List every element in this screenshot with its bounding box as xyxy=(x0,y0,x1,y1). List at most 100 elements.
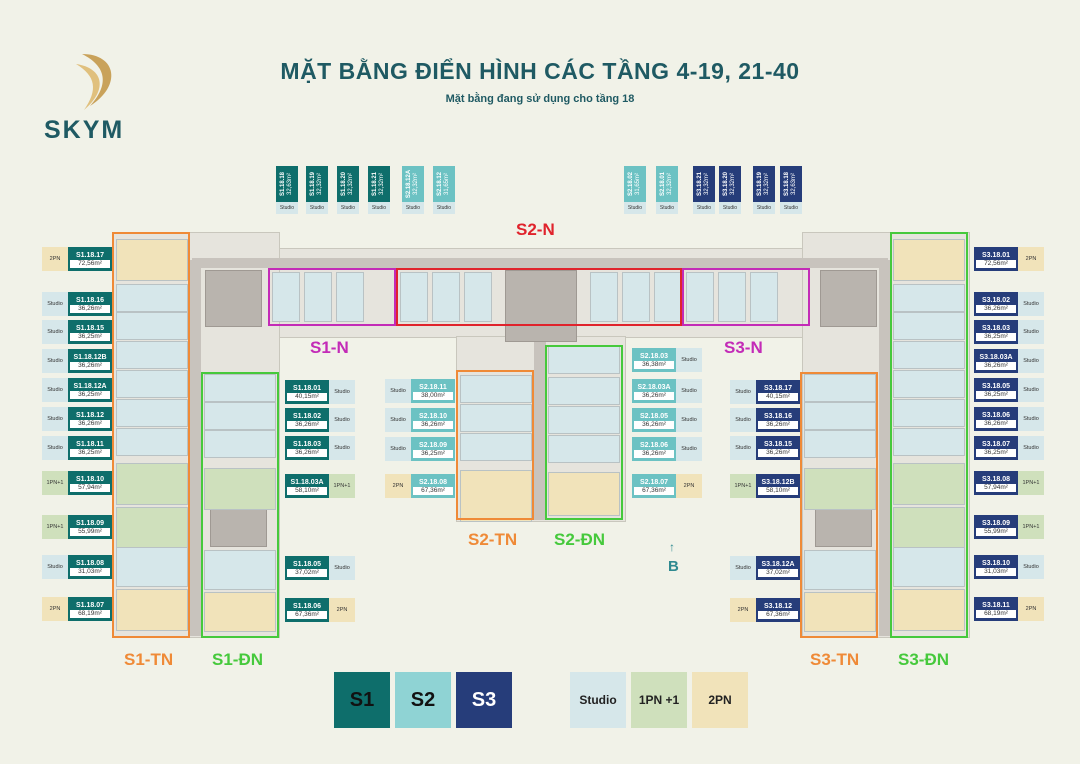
unit-area: 36,25m² xyxy=(976,448,1016,457)
zone-label-s2-tn: S2-TN xyxy=(468,530,518,549)
unit-code: S2.18.07 xyxy=(639,478,669,486)
legend-1pn1: 1PN +1 xyxy=(631,672,687,728)
unit-plan xyxy=(804,402,876,430)
legend-s1: S1 xyxy=(334,672,390,728)
unit-type: Studio xyxy=(681,388,697,394)
right-corridor xyxy=(879,260,891,636)
unit-area: 36,26m² xyxy=(634,420,674,429)
unit-area: 67,36m² xyxy=(634,486,674,495)
legend-s2: S2 xyxy=(395,672,451,728)
unit-area: 36,26m² xyxy=(70,304,110,313)
zone-label-s2-n: S2-N xyxy=(516,220,555,239)
unit-plan xyxy=(804,468,876,510)
unit-code: S3.18.03A xyxy=(979,353,1013,361)
unit-code-text: S3.18.21 xyxy=(697,171,703,197)
unit-plan xyxy=(548,472,620,516)
unit-code-text: S1.18.19 xyxy=(310,171,316,197)
unit-plan xyxy=(590,272,618,322)
unit-area: 36,26m² xyxy=(287,420,327,429)
direction-label: B xyxy=(668,558,679,575)
unit-code: S1.18.07 xyxy=(75,601,105,609)
unit-type: Studio xyxy=(47,416,63,422)
unit-type: Studio xyxy=(735,417,751,423)
unit-code: S3.18.12A xyxy=(761,560,795,568)
unit-code: S1.18.06 xyxy=(292,602,322,610)
unit-type: 2PN xyxy=(1025,606,1037,612)
unit-code-text: S1.18.18 xyxy=(280,171,286,197)
unit-area: 32,63m² xyxy=(791,173,797,196)
unit-type: Studio xyxy=(334,417,350,423)
unit-plan xyxy=(204,468,276,510)
unit-area: 72,56m² xyxy=(976,259,1016,268)
unit-area: 31,03m² xyxy=(70,567,110,576)
unit-area: 32,32m² xyxy=(413,172,420,196)
unit-plan xyxy=(548,346,620,374)
unit-plan xyxy=(460,404,532,432)
unit-plan xyxy=(464,272,492,322)
unit-plan xyxy=(804,592,876,632)
unit-plan xyxy=(116,399,188,427)
zone-label-s3-dn: S3-ĐN xyxy=(898,650,950,669)
unit-type: Studio xyxy=(47,329,63,335)
zone-outline-s3-dn xyxy=(890,232,968,638)
unit-area: 31,03m² xyxy=(976,567,1016,576)
unit-code: S2.18.10 xyxy=(418,412,448,420)
unit-type: 2PN xyxy=(1025,256,1037,262)
unit-code: S2.18.06 xyxy=(639,441,669,449)
unit-code: S1.18.16 xyxy=(75,296,105,304)
unit-area: 36,26m² xyxy=(287,448,327,457)
unit-code-text: S3.18.20 xyxy=(723,171,729,197)
unit-type: Studio xyxy=(735,565,751,571)
unit-type: Studio xyxy=(309,205,325,211)
unit-code-text: S2.18.02 xyxy=(628,171,634,197)
unit-type: Studio xyxy=(1023,358,1039,364)
unit-plan xyxy=(272,272,300,322)
unit-area: 36,25m² xyxy=(976,332,1016,341)
unit-area: 32,32m² xyxy=(379,173,385,196)
unit-area: 36,25m² xyxy=(70,332,110,341)
unit-plan xyxy=(460,433,532,461)
unit-code: S3.18.15 xyxy=(763,440,793,448)
unit-area: 40,15m² xyxy=(287,392,327,401)
unit-plan xyxy=(432,272,460,322)
unit-area: 36,26m² xyxy=(976,361,1016,370)
unit-plan xyxy=(893,239,965,281)
unit-area: 38,00m² xyxy=(413,391,453,400)
unit-area: 58,10m² xyxy=(287,486,327,495)
unit-plan xyxy=(686,272,714,322)
unit-type: Studio xyxy=(47,301,63,307)
unit-area: 36,25m² xyxy=(70,390,110,399)
legend-s3: S3 xyxy=(456,672,512,728)
unit-code: S3.18.06 xyxy=(981,411,1011,419)
